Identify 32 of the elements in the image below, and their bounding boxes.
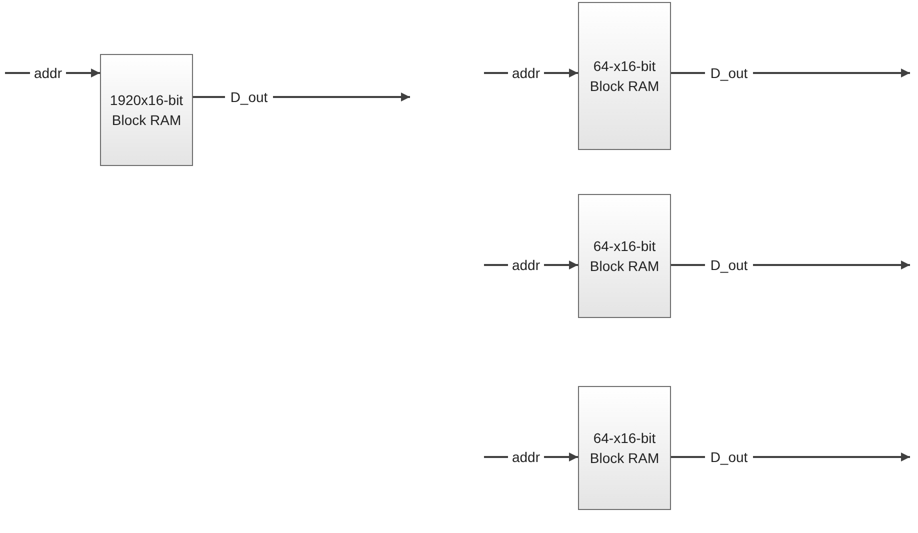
signal-label: D_out	[705, 255, 753, 275]
connector-line	[484, 72, 508, 74]
signal-label: addr	[508, 255, 544, 275]
connector-line	[193, 96, 225, 98]
connector-line	[484, 456, 508, 458]
signal-label: addr	[508, 63, 544, 83]
signal-label: D_out	[705, 447, 753, 467]
arrow	[544, 452, 578, 462]
connector-line	[484, 264, 508, 266]
signal-label: D_out	[705, 63, 753, 83]
signal-label: addr	[508, 447, 544, 467]
block-ram-box	[578, 2, 671, 150]
arrow	[753, 452, 910, 462]
block-ram-box	[578, 194, 671, 318]
connector-line	[671, 264, 705, 266]
arrow	[273, 92, 410, 102]
block-label: 64-x16-bit Block RAM	[588, 236, 660, 276]
connector-line	[671, 72, 705, 74]
signal-label: D_out	[225, 87, 273, 107]
signal-label: addr	[30, 63, 66, 83]
block-ram-box	[578, 386, 671, 510]
connector-line	[671, 456, 705, 458]
connector-line	[5, 72, 30, 74]
arrow	[66, 68, 100, 78]
block-label: 64-x16-bit Block RAM	[588, 56, 660, 96]
arrow	[544, 68, 578, 78]
arrow	[753, 68, 910, 78]
arrow	[544, 260, 578, 270]
arrow	[753, 260, 910, 270]
block-label: 1920x16-bit Block RAM	[108, 90, 184, 130]
block-label: 64-x16-bit Block RAM	[588, 428, 660, 468]
block-ram-box	[100, 54, 193, 166]
